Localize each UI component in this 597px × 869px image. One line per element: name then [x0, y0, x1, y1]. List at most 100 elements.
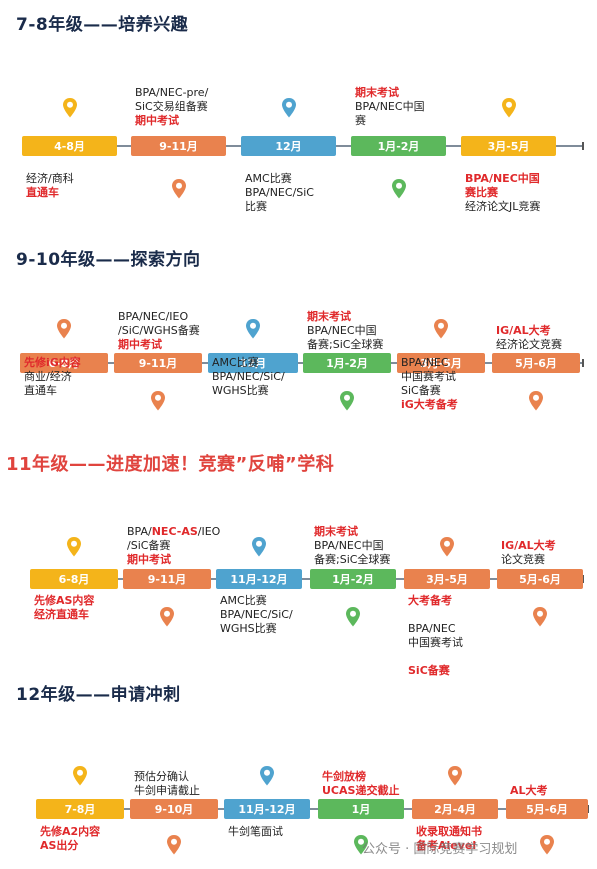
section-title: 9-10年级——探索方向 [16, 250, 201, 270]
note-text: /SiC备赛 [127, 539, 171, 552]
stage-note-below: 先修AS内容经济直通车 [34, 594, 94, 622]
stage-box: 9-11月 [123, 569, 211, 589]
map-pin-icon [281, 97, 297, 119]
map-pin-icon [171, 178, 187, 200]
note-line: 备考Alevel [416, 839, 482, 853]
note-text: 期中考试 [127, 553, 171, 566]
map-pin-icon [259, 765, 275, 787]
stage-box: 5月-6月 [492, 353, 580, 373]
note-text: 直通车 [24, 384, 57, 397]
note-line: 牛剑笔面试 [228, 825, 283, 839]
note-text: 大考备考 [408, 594, 452, 607]
note-text: 比赛 [245, 200, 267, 213]
map-pin-icon [353, 834, 369, 856]
stage-note-above: 预估分确认牛剑申请截止 [134, 770, 200, 798]
stage-note-below: 牛剑笔面试 [228, 825, 283, 839]
stage-note-below: 经济/商科直通车 [26, 172, 74, 200]
note-line: 经济论文竞赛 [496, 338, 562, 352]
stage-box: 12月 [241, 136, 336, 156]
note-text: 期末考试 [355, 86, 399, 99]
stage-box: 11月-12月 [224, 799, 310, 819]
note-line: BPA/NEC中国 [355, 100, 425, 114]
section-title: 11年级——进度加速！竞赛”反哺”学科 [6, 454, 335, 475]
note-line: 经济直通车 [34, 608, 94, 622]
note-line: SiC备赛 [401, 384, 458, 398]
stage-box: 9-11月 [131, 136, 226, 156]
note-text: IG/AL大考 [501, 539, 556, 552]
timeline-end-tick [582, 359, 584, 367]
stage-box: 1月-2月 [351, 136, 446, 156]
note-text: IG/AL大考 [496, 324, 551, 337]
stage-note-below: 收录取通知书备考Alevel [416, 825, 482, 853]
watermark: 公众号 · 国际竞赛学习规划 [362, 842, 518, 857]
note-line: /SiC/WGHS备赛 [118, 324, 200, 338]
stage-box: 7-8月 [36, 799, 124, 819]
stage-box: 5月-6月 [506, 799, 588, 819]
note-line: BPA/NEC/SiC [245, 186, 314, 200]
note-line [408, 650, 463, 664]
map-pin-icon [72, 765, 88, 787]
note-line: 直通车 [26, 186, 74, 200]
note-text: 期中考试 [118, 338, 162, 351]
stage-note-above: IG/AL大考经济论文竞赛 [496, 324, 562, 352]
note-line: BPA/NEC/IEO [118, 310, 200, 324]
note-line: BPA/NEC/SiC/ [220, 608, 293, 622]
map-pin-icon [532, 606, 548, 628]
note-text: 中国赛考试 [401, 370, 456, 383]
note-text: 备赛;SiC全球赛 [314, 553, 391, 566]
note-text: 先修iG内容 [24, 356, 81, 369]
map-pin-icon [56, 318, 72, 340]
note-text: 经济论文JL竞赛 [465, 200, 541, 213]
note-text: BPA/NEC [401, 356, 449, 369]
map-pin-icon [245, 318, 261, 340]
note-line: 中国赛考试 [408, 636, 463, 650]
note-line: 先修AS内容 [34, 594, 94, 608]
note-text: 经济直通车 [34, 608, 89, 621]
stage-box: 5月-6月 [497, 569, 583, 589]
note-line: /SiC备赛 [127, 539, 220, 553]
map-pin-icon [62, 97, 78, 119]
note-text: WGHS比赛 [220, 622, 277, 635]
timeline-line [36, 808, 588, 810]
note-text: 论文竞赛 [501, 553, 545, 566]
note-text: 赛 [355, 114, 366, 127]
note-text: AMC比赛 [245, 172, 292, 185]
section-title: 12年级——申请冲刺 [16, 685, 181, 705]
note-text: 期中考试 [135, 114, 179, 127]
stage-box: 3月-5月 [461, 136, 556, 156]
stage-box: 9-11月 [114, 353, 202, 373]
map-pin-icon [345, 606, 361, 628]
note-text: BPA/NEC中国 [307, 324, 377, 337]
note-line: SiC交易组备赛 [135, 100, 208, 114]
stage-note-above: BPA/NEC-pre/SiC交易组备赛期中考试 [135, 86, 208, 128]
note-text: 经济论文竞赛 [496, 338, 562, 351]
map-pin-icon [251, 536, 267, 558]
stage-box: 2月-4月 [412, 799, 498, 819]
note-text: BPA/NEC [408, 622, 456, 635]
note-text: BPA/NEC/IEO [118, 310, 189, 323]
note-text: 备赛;SiC全球赛 [307, 338, 384, 351]
note-line: 赛 [355, 114, 425, 128]
note-text: SiC交易组备赛 [135, 100, 208, 113]
note-line: iG大考备考 [401, 398, 458, 412]
timeline-line [20, 362, 583, 364]
note-text: 先修A2内容 [40, 825, 101, 838]
note-text: 先修AS内容 [34, 594, 95, 607]
note-text: 经济/商科 [26, 172, 74, 185]
note-line: 期中考试 [118, 338, 200, 352]
map-pin-icon [166, 834, 182, 856]
note-line: BPA/NEC/SiC/ [212, 370, 285, 384]
note-line: 中国赛考试 [401, 370, 458, 384]
timeline-end-tick [582, 142, 584, 150]
note-line: IG/AL大考 [496, 324, 562, 338]
note-line: 期末考试 [314, 525, 390, 539]
note-text: 牛剑笔面试 [228, 825, 283, 838]
stage-note-above: BPA/NEC/IEO/SiC/WGHS备赛期中考试 [118, 310, 200, 352]
note-line: 预估分确认 [134, 770, 200, 784]
stage-box: 3月-5月 [397, 353, 485, 373]
timeline-end-tick [587, 805, 589, 813]
